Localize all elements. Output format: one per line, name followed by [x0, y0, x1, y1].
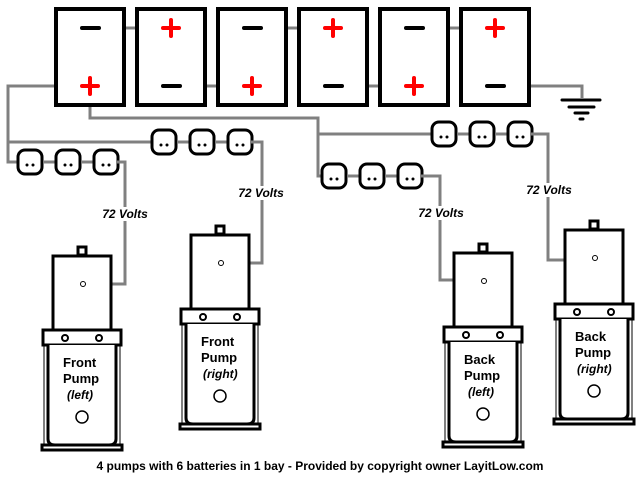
feed-front-left: [6, 84, 82, 164]
switch-icon[interactable]: [358, 162, 386, 190]
pump-label-line2: Pump: [575, 345, 611, 360]
voltage-label-front-left: 72 Volts: [102, 207, 148, 221]
switch-icon[interactable]: [54, 148, 82, 176]
voltage-label-front-right: 72 Volts: [238, 186, 284, 200]
switch-icon[interactable]: [188, 128, 216, 156]
switch-icon[interactable]: [396, 162, 424, 190]
switch-groups: [16, 120, 534, 190]
switch-icon[interactable]: [16, 148, 44, 176]
voltage-labels: 72 Volts 72 Volts 72 Volts 72 Volts: [96, 183, 578, 221]
positive-terminal-icon: [80, 76, 100, 96]
wire-ground: [506, 84, 584, 98]
motor-terminal-icon: [218, 260, 224, 266]
pump-side-label: (left): [468, 385, 494, 399]
pump-wires: [90, 132, 592, 286]
switch-icon[interactable]: [150, 128, 178, 156]
voltage-label-back-right: 72 Volts: [526, 183, 572, 197]
feed-back-left: [88, 94, 322, 178]
positive-terminal-icon: [323, 18, 343, 38]
pump-side-label: (right): [577, 362, 612, 376]
switch-icon[interactable]: [226, 128, 254, 156]
positive-terminal-icon: [404, 76, 424, 96]
switch-icon[interactable]: [320, 162, 348, 190]
voltage-label-back-left: 72 Volts: [418, 206, 464, 220]
feed-wires: [6, 84, 432, 178]
motor-terminal-icon: [80, 281, 86, 287]
positive-terminal-icon: [242, 76, 262, 96]
switch-icon[interactable]: [92, 148, 120, 176]
front-right-switches: [150, 128, 254, 156]
pump-label-line1: Back: [464, 352, 496, 367]
switch-icon[interactable]: [468, 120, 496, 148]
pump-side-label: (right): [203, 367, 238, 381]
front-left-switches: [16, 148, 120, 176]
pump-label-line1: Back: [575, 329, 607, 344]
positive-terminal-icon: [485, 18, 505, 38]
pump-label-line2: Pump: [201, 350, 237, 365]
diagram-caption: 4 pumps with 6 batteries in 1 bay - Prov…: [96, 459, 544, 473]
motor-terminal-icon: [592, 255, 598, 261]
pump-side-label: (left): [67, 388, 93, 402]
positive-terminal-icon: [161, 18, 181, 38]
back-right-switches: [430, 120, 534, 148]
pump-label-line2: Pump: [63, 371, 99, 386]
pump-label-line1: Front: [63, 355, 97, 370]
switch-icon[interactable]: [430, 120, 458, 148]
ground-icon: [560, 98, 602, 121]
pump-label-line2: Pump: [464, 368, 500, 383]
pump-label-line1: Front: [201, 334, 235, 349]
switch-icon[interactable]: [506, 120, 534, 148]
battery-bank: [54, 7, 531, 107]
pumps: FrontPump(left)FrontPump(right)BackPump(…: [40, 219, 636, 452]
motor-terminal-icon: [481, 278, 487, 284]
back-left-switches: [320, 162, 424, 190]
